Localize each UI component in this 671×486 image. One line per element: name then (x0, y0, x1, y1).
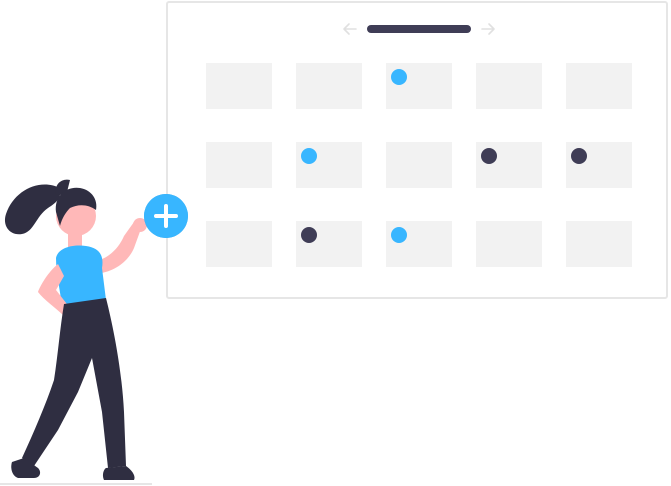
hand (133, 218, 147, 232)
event-dot-dark (481, 148, 497, 164)
plus-icon (144, 194, 188, 238)
month-title-bar (367, 25, 471, 33)
event-dot-blue (301, 148, 317, 164)
event-dot-blue (391, 227, 407, 243)
calendar-day-cell[interactable] (566, 221, 632, 267)
left-shoe (11, 458, 41, 478)
calendar-day-cell[interactable] (476, 221, 542, 267)
calendar-day-cell[interactable] (566, 63, 632, 109)
calendar-day-cell[interactable] (206, 142, 272, 188)
event-dot-dark (301, 227, 317, 243)
neck (68, 232, 82, 248)
hip-arm (38, 264, 70, 316)
calendar-day-cell[interactable] (296, 63, 362, 109)
woman-figure (0, 179, 152, 485)
arrow-right-icon[interactable] (480, 19, 496, 39)
calendar-day-cell[interactable] (296, 221, 362, 267)
top (56, 245, 106, 306)
calendar-day-cell[interactable] (386, 63, 452, 109)
hair (55, 187, 97, 226)
right-shoe (102, 466, 135, 480)
calendar-day-cell[interactable] (296, 142, 362, 188)
add-event-button[interactable] (144, 194, 188, 238)
calendar-day-cell[interactable] (386, 142, 452, 188)
calendar-day-cell[interactable] (206, 63, 272, 109)
calendar-day-cell[interactable] (566, 142, 632, 188)
calendar-card (166, 1, 668, 299)
calendar-day-cell[interactable] (386, 221, 452, 267)
pants (22, 298, 126, 468)
calendar-day-cell[interactable] (476, 142, 542, 188)
event-dot-blue (391, 69, 407, 85)
ponytail (4, 184, 61, 235)
calendar-day-cell[interactable] (206, 221, 272, 267)
event-dot-dark (571, 148, 587, 164)
calendar-day-cell[interactable] (476, 63, 542, 109)
arrow-left-icon[interactable] (342, 19, 358, 39)
